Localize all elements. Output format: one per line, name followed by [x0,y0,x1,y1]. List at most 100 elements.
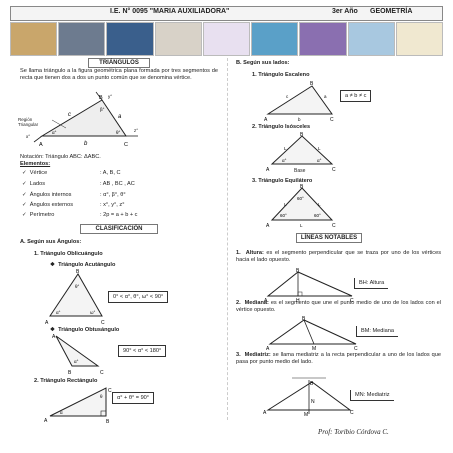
classification-title: CLASIFICACIÓN [80,224,158,234]
right-triangle-heading: 2. Triángulo Rectángulo [34,378,98,384]
mediatriz-tag: MN: Mediatriz [350,390,394,401]
svg-text:y°: y° [108,94,112,99]
altura-triangle [266,271,353,297]
mediatriz-figure: B A M C N [263,377,354,416]
altura-paragraph: 1. Altura: es el segmento perpendicular … [236,250,441,263]
mediatriz-paragraph: 3. Mediatriz: se llama mediatriz a la re… [236,352,441,365]
svg-text:B: B [310,81,314,87]
svg-text:H: H [296,298,300,302]
svg-text:B: B [99,95,103,101]
banner-image [347,22,395,56]
right-triangle [49,387,107,417]
svg-text:M: M [304,412,308,416]
element-value: : A, B, C [100,170,121,176]
svg-text:B: B [76,269,80,275]
svg-text:L: L [300,223,303,228]
svg-text:L: L [318,202,321,207]
banner-image [251,22,299,56]
svg-text:θ°: θ° [75,284,80,289]
oblique-heading: 1. Triángulo Oblicuángulo [34,251,103,257]
element-value: : AB , BC , AC [100,181,135,187]
scalene-triangle-figure: B A C c a b [264,81,334,122]
mediana-figure: B A M C [266,316,358,350]
banner-image [154,22,202,56]
author-signature: Prof: Toribio Córdova C. [318,428,389,436]
svg-text:M: M [312,346,316,350]
svg-text:C: C [330,117,334,122]
element-item: ✓ Perímetro [22,212,55,218]
svg-text:A: A [263,410,267,416]
subject-label: GEOMETRÍA [370,8,413,15]
svg-text:α°: α° [52,130,57,135]
acute-triangle-figure: B A C α° θ° ω° [45,269,105,326]
element-item: ✓ Lados [22,181,46,187]
acute-heading: ❖ Triángulo Acutángulo [50,262,116,268]
banner-image [106,22,154,56]
scalene-triangle [266,85,333,115]
definition-text: Se llama triángulo a la figura geométric… [20,68,218,81]
svg-text:60°: 60° [314,213,321,218]
obtuse-triangle [55,335,100,367]
triangle-abc-figure: B A C c a b α° β° θ° y° z° x° [26,91,138,148]
svg-text:ω°: ω° [90,310,96,315]
svg-text:A: A [52,334,56,340]
svg-text:A: A [266,167,270,173]
isosceles-base-label: Base [294,168,306,174]
isosceles-triangle-figure: B A C α° α° L L [266,132,336,173]
grade-label: 3er Año [332,8,358,15]
svg-text:L: L [284,146,287,151]
altura-figure: B A H C [264,268,354,302]
svg-text:60°: 60° [297,196,304,201]
svg-text:A: A [264,298,268,302]
svg-text:B: B [296,268,300,274]
svg-text:α°: α° [317,158,322,163]
svg-text:β°: β° [100,107,105,112]
school-name: I.E. N° 0095 "MARIA AUXILIADORA" [110,8,230,15]
isosceles-heading: 2. Triángulo Isósceles [252,124,311,130]
svg-text:θ°: θ° [116,130,121,135]
svg-text:L: L [318,146,321,151]
banner-image [202,22,251,56]
svg-text:C: C [100,370,104,376]
scalene-heading: 1. Triángulo Escaleno [252,72,310,78]
svg-text:B: B [310,381,314,387]
element-item: ✓ Ángulos internos [22,192,72,198]
svg-text:C: C [332,167,336,173]
element-value: : α°, β°, θ° [100,192,126,198]
banner-image [299,22,347,56]
isosceles-triangle [270,135,334,165]
svg-text:B: B [68,370,72,376]
column-divider [227,58,228,420]
svg-text:b: b [84,141,88,147]
svg-text:C: C [350,410,354,416]
svg-text:α°: α° [282,158,287,163]
obtuse-heading: ❖ Triángulo Obtusángulo [50,327,120,333]
svg-text:C: C [354,346,358,350]
altura-tag: BH: Altura [354,278,389,289]
equilateral-triangle [270,187,334,221]
svg-text:α: α [60,410,63,415]
notation-text: Notación: Triángulo ABC: ΔABC. [20,154,101,160]
element-item: ✓ Vértice [22,170,48,176]
header-bar [10,6,443,21]
equilateral-triangle-figure: B A C 60° 60° 60° L L L [266,184,336,229]
triangles-title: TRIÁNGULOS [88,58,150,68]
elements-label: Elementos: [20,161,51,167]
svg-text:A: A [44,418,48,424]
banner-image [10,22,58,56]
svg-text:N: N [311,399,315,405]
notable-lines-title: LÍNEAS NOTABLES [296,233,362,243]
banner-image [58,22,106,56]
svg-text:θ: θ [100,394,103,399]
svg-text:B: B [300,184,304,190]
mediana-triangle [268,319,357,345]
svg-text:c: c [286,94,289,99]
svg-text:60°: 60° [280,213,287,218]
svg-text:C: C [350,298,354,302]
right-triangle-figure: C A B α θ [44,387,112,424]
acute-triangle [49,273,103,317]
svg-text:x°: x° [26,134,30,139]
element-value: : 2p = a + b + c [100,212,138,218]
svg-text:A: A [266,223,270,229]
svg-text:C: C [332,223,336,229]
